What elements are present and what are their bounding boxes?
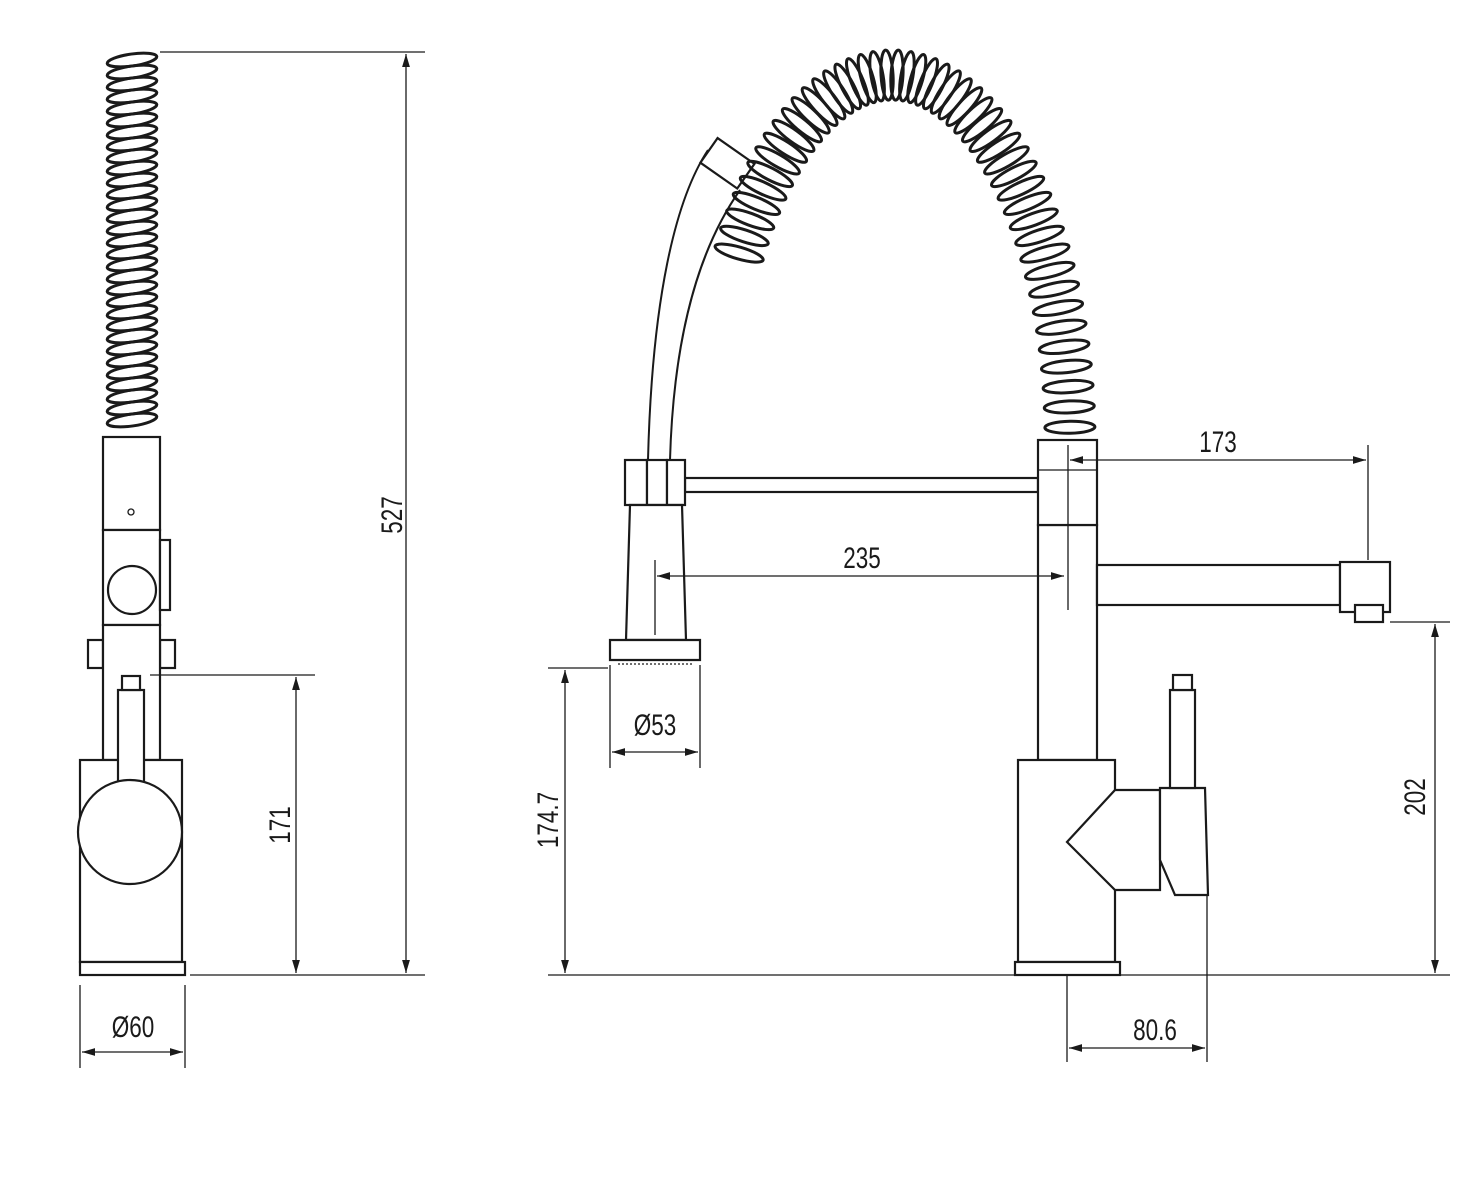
side-spring-coil xyxy=(105,51,159,429)
spout xyxy=(1095,563,1342,607)
coil-ring xyxy=(746,159,795,189)
handle-lever-base xyxy=(1158,786,1210,897)
side-base xyxy=(78,960,187,977)
side-lever-cap xyxy=(120,674,142,692)
coil-ring xyxy=(725,207,776,232)
coil-ring xyxy=(719,224,770,248)
side-knob xyxy=(106,564,158,616)
coil-ring xyxy=(889,48,905,102)
dim-label-spray-height: 174.7 xyxy=(531,792,565,848)
dim-label-handle-offset: 80.6 xyxy=(1133,1013,1177,1047)
side-clip-right xyxy=(158,638,177,670)
spray-head xyxy=(624,503,688,642)
coil-ring xyxy=(856,52,878,105)
coil-ring xyxy=(983,145,1030,176)
dim-label-lever-height: 171 xyxy=(263,806,297,844)
spray-holder-mid xyxy=(645,458,669,507)
side-lever xyxy=(116,688,146,792)
coil-ring xyxy=(879,48,895,102)
coil-ring xyxy=(1031,299,1085,318)
coil-ring xyxy=(914,57,939,107)
side-button xyxy=(158,538,172,612)
dim-label-spray-diameter: Ø53 xyxy=(634,708,677,742)
coil-ring xyxy=(731,190,782,217)
coil-ring xyxy=(1028,279,1081,299)
handle-lever xyxy=(1168,688,1197,790)
coil-ring xyxy=(989,159,1038,189)
front-view: 173 235 Ø53 174.7 202 80.6 xyxy=(531,48,1450,1062)
aerator xyxy=(1353,603,1385,624)
front-spring-coil xyxy=(713,48,1097,435)
coil-ring xyxy=(1014,224,1065,248)
coil-ring xyxy=(929,69,962,115)
coil-ring xyxy=(713,242,765,264)
coil-ring xyxy=(780,107,824,144)
coil-ring xyxy=(1023,260,1076,281)
spray-holder-right xyxy=(665,458,687,507)
side-collar-dot xyxy=(127,508,135,516)
handle-lever-cap xyxy=(1171,673,1194,692)
coil-ring xyxy=(968,118,1013,154)
hose-outline xyxy=(669,189,741,461)
coil-ring xyxy=(771,118,816,154)
coil-ring xyxy=(996,174,1046,202)
spray-holder-left xyxy=(623,458,649,507)
dim-label-spout-reach: 173 xyxy=(1199,425,1237,459)
coil-ring xyxy=(822,69,855,115)
coil-ring xyxy=(1043,419,1097,435)
dim-label-spout-height: 202 xyxy=(1398,778,1432,816)
side-collar xyxy=(101,435,162,532)
side-clip-left xyxy=(86,638,105,670)
coil-ring xyxy=(1042,399,1096,415)
coil-ring xyxy=(937,77,973,121)
coil-ring xyxy=(898,50,916,103)
coil-ring xyxy=(1039,358,1093,375)
coil-ring xyxy=(1041,378,1095,395)
coil-ring xyxy=(800,86,839,127)
dim-label-spray-reach: 235 xyxy=(843,541,881,575)
handle-cartridge xyxy=(1065,788,1162,892)
spout-tip xyxy=(1338,560,1392,614)
coil-ring xyxy=(945,86,984,127)
coil-ring xyxy=(975,131,1022,164)
coil-ring xyxy=(1008,207,1059,232)
coil-ring xyxy=(1035,318,1088,336)
spray-holder-bar xyxy=(683,476,1040,494)
coil-ring xyxy=(754,145,801,176)
coil-ring xyxy=(1037,338,1091,356)
front-base xyxy=(1013,960,1122,977)
spray-head-face xyxy=(608,638,702,662)
side-handle-disc xyxy=(76,778,184,886)
coil-ring xyxy=(1002,190,1053,217)
dim-label-base-diameter: Ø60 xyxy=(112,1010,155,1044)
side-view: 527 171 Ø60 xyxy=(76,51,425,1068)
coil-ring xyxy=(811,77,847,121)
dim-label-total-height: 527 xyxy=(375,496,409,534)
coil-ring xyxy=(105,411,159,429)
coil-ring xyxy=(1019,242,1071,264)
coil-ring xyxy=(738,174,788,202)
hose-outline xyxy=(647,149,709,461)
coil-ring xyxy=(868,50,886,103)
coil-ring xyxy=(762,131,809,164)
coil-ring xyxy=(906,52,928,105)
